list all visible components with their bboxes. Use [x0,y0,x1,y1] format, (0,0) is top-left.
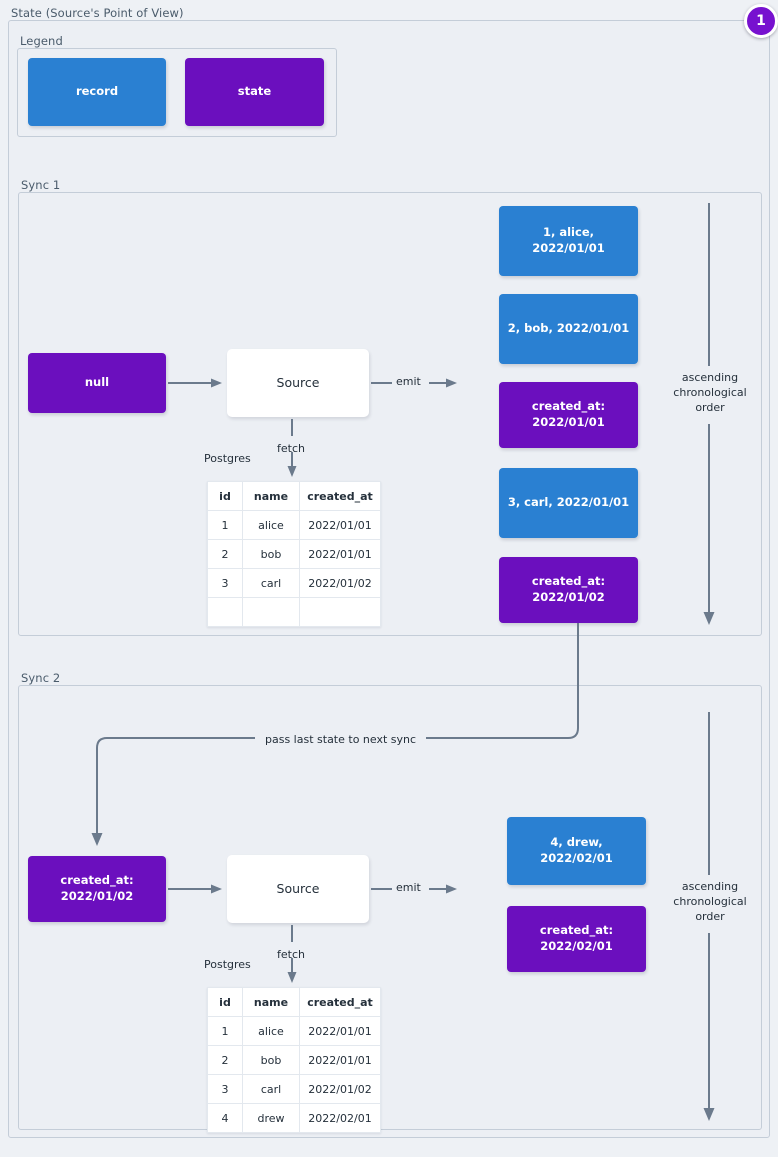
step-badge-label: 1 [756,13,766,29]
sync2-postgres-table: id name created_at 1 alice 2022/01/01 2 … [207,987,381,1133]
legend-record-label: record [75,84,119,99]
table-row: 2 bob 2022/01/01 [207,1045,381,1075]
sync1-source-node: Source [227,349,369,417]
table-header-row: id name created_at [207,987,381,1017]
sync2-emitted-record-1: 4, drew, 2022/02/01 [507,817,646,885]
sync1-r3-id [207,597,243,627]
sync1-emit-label: emit [396,375,421,388]
sync1-r0-name: alice [242,510,300,540]
sync1-r3-created [299,597,381,627]
sync1-emitted-state-2-line1: created_at: [531,574,606,589]
sync2-r0-created: 2022/01/01 [299,1016,381,1046]
sync2-emit-label: emit [396,881,421,894]
sync1-postgres-table: id name created_at 1 alice 2022/01/01 2 … [207,481,381,627]
sync1-th-name: name [242,481,300,511]
sync1-th-created: created_at [299,481,381,511]
table-row: 1 alice 2022/01/01 [207,510,381,540]
sync2-db-label: Postgres [204,958,251,971]
sync1-emitted-state-2-line2: 2022/01/02 [532,590,605,604]
sync2-input-state-node: created_at: 2022/01/02 [28,856,166,922]
sync1-emitted-record-3: 3, carl, 2022/01/01 [499,468,638,538]
sync2-emitted-state-1-line1: created_at: [539,923,614,938]
sync2-r3-id: 4 [207,1103,243,1133]
sync1-emitted-state-2-text: created_at: 2022/01/02 [532,574,605,605]
sync2-emitted-state-1: created_at: 2022/02/01 [507,906,646,972]
sync2-source-label: Source [276,880,320,896]
sync2-r1-name: bob [242,1045,300,1075]
sync1-emitted-state-1: created_at: 2022/01/01 [499,382,638,448]
sync1-input-state-label: null [84,375,110,390]
sync1-group [18,192,762,636]
sync2-r2-id: 3 [207,1074,243,1104]
sync1-r1-name: bob [242,539,300,569]
sync2-r2-name: carl [242,1074,300,1104]
table-row: 2 bob 2022/01/01 [207,539,381,569]
sync1-group-label: Sync 1 [21,178,61,192]
root-group-label: State (Source's Point of View) [11,6,184,20]
sync2-th-name: name [242,987,300,1017]
sync1-db-label: Postgres [204,452,251,465]
sync1-r2-created: 2022/01/02 [299,568,381,598]
sync2-r1-created: 2022/01/01 [299,1045,381,1075]
sync1-emitted-state-1-line2: 2022/01/01 [532,415,605,429]
sync2-source-node: Source [227,855,369,923]
sync1-order-label: ascending chronological order [673,371,747,414]
sync2-r0-id: 1 [207,1016,243,1046]
sync1-r3-name [242,597,300,627]
sync2-r3-created: 2022/02/01 [299,1103,381,1133]
sync2-emitted-state-1-text: created_at: 2022/02/01 [540,923,613,954]
legend-label: Legend [20,34,63,48]
sync1-th-id: id [207,481,243,511]
sync1-r2-name: carl [242,568,300,598]
sync1-r0-created: 2022/01/01 [299,510,381,540]
sync2-group-label: Sync 2 [21,671,61,685]
sync1-source-label: Source [276,374,320,390]
sync2-th-id: id [207,987,243,1017]
legend-state-node: state [185,58,324,126]
sync2-emitted-record-1-label: 4, drew, 2022/02/01 [540,835,613,865]
sync2-input-state-line1: created_at: [60,873,134,888]
sync1-r2-id: 3 [207,568,243,598]
legend-record-node: record [28,58,166,126]
sync1-emitted-record-2: 2, bob, 2022/01/01 [499,294,638,364]
sync1-fetch-label: fetch [277,442,305,455]
table-row: 1 alice 2022/01/01 [207,1016,381,1046]
sync1-emitted-record-1: 1, alice, 2022/01/01 [499,206,638,276]
table-row: 3 carl 2022/01/02 [207,1074,381,1104]
sync2-r1-id: 2 [207,1045,243,1075]
sync2-input-state-line2: 2022/01/02 [60,889,134,903]
sync1-r1-created: 2022/01/01 [299,539,381,569]
sync1-input-state-node: null [28,353,166,413]
sync2-fetch-label: fetch [277,948,305,961]
sync2-r3-name: drew [242,1103,300,1133]
sync2-emitted-state-1-line2: 2022/02/01 [540,939,613,953]
sync2-r0-name: alice [242,1016,300,1046]
sync1-emitted-state-1-text: created_at: 2022/01/01 [532,399,605,430]
sync2-r2-created: 2022/01/02 [299,1074,381,1104]
sync1-r0-id: 1 [207,510,243,540]
sync1-r1-id: 2 [207,539,243,569]
legend-state-label: state [237,84,272,99]
sync1-emitted-record-3-label: 3, carl, 2022/01/01 [507,495,630,510]
table-row: 3 carl 2022/01/02 [207,568,381,598]
table-row-empty [207,597,381,627]
sync1-emitted-state-1-line1: created_at: [531,399,606,414]
sync1-emitted-record-1-label: 1, alice, 2022/01/01 [532,225,605,255]
sync2-input-state-text: created_at: 2022/01/02 [60,873,133,904]
sync1-emitted-state-2: created_at: 2022/01/02 [499,557,638,623]
sync2-order-label: ascending chronological order [673,880,747,923]
pass-state-label: pass last state to next sync [260,733,422,746]
table-row: 4 drew 2022/02/01 [207,1103,381,1133]
table-header-row: id name created_at [207,481,381,511]
sync2-th-created: created_at [299,987,381,1017]
sync1-emitted-record-2-label: 2, bob, 2022/01/01 [507,321,630,336]
step-badge[interactable]: 1 [744,4,778,38]
